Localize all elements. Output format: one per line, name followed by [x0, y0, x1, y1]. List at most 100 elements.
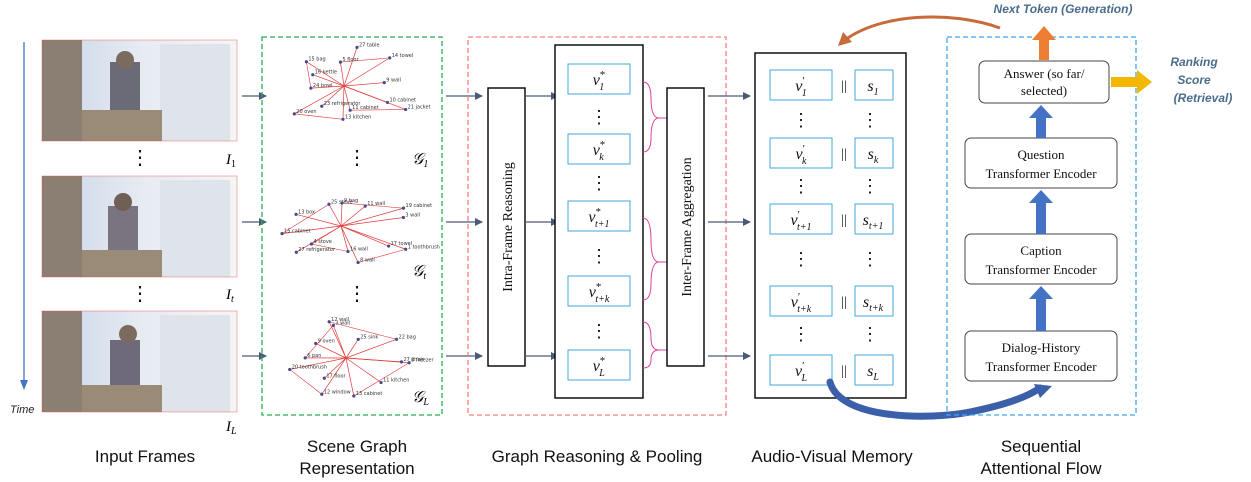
frame-label-t: It [225, 287, 234, 305]
graph-edge [343, 85, 351, 111]
graph-edge [289, 357, 347, 370]
encoder-flow-arrows [1029, 105, 1053, 331]
graph-node-label: 13 cabinet [356, 391, 383, 397]
graph-edge [340, 207, 404, 227]
graph-edge [345, 339, 359, 359]
memory-row: v′1||s1 [769, 69, 894, 101]
graph-edge [312, 74, 345, 87]
memory-to-flow-arrowhead [1034, 384, 1052, 398]
graph-node [404, 247, 408, 251]
caption-scene-graph-2: Representation [299, 459, 414, 478]
memory-row: v′k||sk [769, 137, 894, 169]
graph-node-label: 11 wall [367, 201, 385, 207]
time-axis: Time [10, 42, 34, 416]
graph-node-label: 25 sink [360, 334, 378, 340]
graph-edge [340, 225, 406, 250]
concat-symbol: || [841, 147, 847, 162]
answer-to-memory-curved-arrow [844, 15, 1001, 42]
graph-node [304, 60, 308, 64]
star-vector-label: v*t+k [589, 281, 610, 305]
graph-node-label: 8 wall [360, 258, 375, 264]
concat-symbol: || [841, 213, 847, 228]
star-vector-label: v*k [593, 139, 606, 163]
graph-node [388, 56, 392, 60]
intra-frame-reasoning-box [487, 87, 526, 367]
star-vector-cell: v*k [567, 133, 631, 165]
graph-node-label: 8 freezer [411, 358, 434, 364]
star-vector-cell: v*t+1 [567, 200, 631, 232]
graph-node-label: 3 wall [405, 212, 420, 218]
graph-edge [328, 204, 342, 227]
graphs-ellipsis-1: ⋮ [347, 147, 367, 169]
graph-node [382, 81, 386, 85]
graph-edge [345, 357, 355, 397]
graph-node [407, 361, 411, 365]
graph-node [401, 215, 405, 220]
graph-node-label: 17 floor [326, 373, 346, 379]
graph-node-label: 11 kitchen [383, 378, 409, 384]
memory-s-label: s1 [867, 78, 878, 98]
graph-edge [281, 225, 342, 234]
question-encoder-line2: Transformer Encoder [985, 166, 1097, 181]
memory-v-label: v′L [795, 360, 808, 384]
dialog-encoder-line2: Transformer Encoder [985, 359, 1097, 374]
graph-edge [345, 357, 382, 383]
graph-edge [353, 362, 410, 397]
graph-edge [342, 202, 404, 209]
graph-node [280, 232, 284, 236]
graph-node-label: 27 refrigerator [298, 247, 336, 253]
graph-edge [311, 225, 342, 245]
concat-symbol: || [841, 295, 847, 310]
memory-row: v′L||sL [769, 354, 894, 386]
graph-node-label: 20 toothbrush [292, 364, 327, 370]
frame-image-L [41, 310, 238, 413]
frame-image-1 [41, 39, 238, 142]
graph-node [314, 341, 318, 346]
graph-node-label: 6 pan [307, 353, 321, 359]
graph-node-label: 9 oven [318, 338, 335, 344]
graph-node [341, 117, 345, 121]
graph-node [303, 356, 307, 360]
graph-node [399, 360, 404, 364]
graph-node-label: 20 oven [296, 109, 316, 115]
graph-edge [295, 213, 342, 227]
graph-edge [345, 338, 397, 359]
graph-node-label: 23 refrigerator [324, 101, 362, 107]
graph-node [352, 394, 356, 398]
caption-input-frames: Input Frames [95, 447, 195, 466]
graph-edge [340, 205, 366, 227]
graph-node-label: 11 cabinet [352, 105, 379, 111]
memory-s-label: sk [868, 146, 879, 166]
concat-symbol: || [841, 364, 847, 379]
svg-text:⋮: ⋮ [792, 110, 810, 130]
graph-edge [343, 57, 390, 87]
time-label: Time [10, 404, 34, 416]
graph-edge [289, 369, 323, 395]
memory-cells: v′1||s1v′k||skv′t+1||st+1v′t+k||st+kv′L|… [769, 69, 894, 386]
graph-node [363, 204, 367, 208]
star-vector-label: v*L [593, 355, 606, 379]
graph-edge [340, 225, 389, 247]
caption-av-memory: Audio-Visual Memory [751, 447, 913, 466]
graph-node [356, 260, 360, 265]
graph-node-label: 24 bowl [313, 83, 333, 89]
concat-symbol: || [841, 79, 847, 94]
graph-node-label: 10 cabinet [389, 97, 416, 103]
graph-node-label: 1 toothbrush [408, 244, 440, 250]
graph-node [320, 392, 324, 396]
answer-encoder-box [978, 60, 1110, 104]
caption-seq-flow-2: Attentional Flow [981, 459, 1103, 478]
star-ellipsis-2: ⋮ [590, 173, 608, 193]
graph-edge [294, 85, 345, 115]
memory-s-label: st+1 [863, 212, 884, 232]
caption-scene-graph-1: Scene Graph [307, 437, 407, 456]
graph-node-label: 16 kettle [315, 70, 337, 76]
question-encoder-line1: Question [1018, 147, 1065, 162]
graph-node [309, 242, 314, 246]
graph-edge [350, 109, 406, 111]
graph-node-label: 22 bag [399, 334, 416, 340]
graph-node [401, 206, 406, 210]
graph-node [394, 337, 399, 341]
frame-label-L: IL [225, 419, 237, 437]
